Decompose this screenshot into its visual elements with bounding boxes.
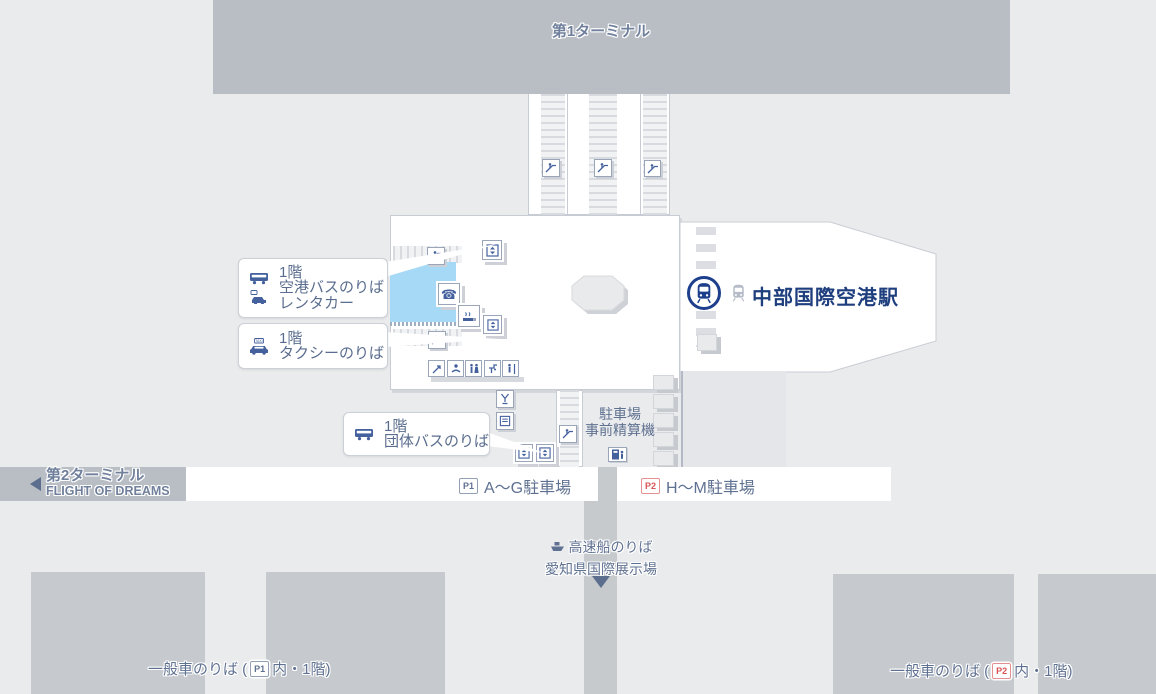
smoking-icon: [458, 305, 480, 327]
stairs-block: [653, 375, 674, 390]
slope-icon: [428, 360, 445, 377]
arrow-left-icon: [30, 477, 41, 491]
octagon-pillar: [571, 275, 628, 314]
hatch-edge: [390, 322, 456, 326]
parking-block: [1038, 574, 1156, 694]
station-lower-area: [681, 371, 786, 467]
bus-icon: [250, 273, 268, 285]
parking-block: [31, 572, 205, 694]
p1-label: A〜G駐車場: [484, 480, 572, 497]
train-icon-small: [732, 284, 745, 302]
p2-badge: P2: [992, 662, 1012, 679]
callout-airport-bus-line2: 空港バスのりば: [279, 279, 385, 297]
payment-machine-icon: [608, 447, 627, 462]
elevator-icon: [536, 444, 554, 462]
callout-group-bus-line1: 1階: [384, 417, 408, 435]
parking-machine-line1: 駐車場: [599, 406, 641, 422]
fountain-icon: [484, 360, 501, 377]
rental-car-icon: [250, 290, 266, 304]
callout-pointer: [487, 432, 544, 453]
moving-walkway-right: [643, 94, 667, 215]
parking-machine-label: 駐車場 事前精算機: [570, 406, 670, 438]
bus-icon: [355, 428, 373, 440]
p1-badge: P1: [459, 478, 478, 494]
general-car-right-label: 一般車のりば ( P2 内・1階): [890, 660, 1073, 681]
station-wing: [680, 221, 937, 373]
walkway-icon: [644, 160, 661, 177]
svg-text:TAXI: TAXI: [255, 339, 262, 343]
callout-pointer: [385, 244, 497, 277]
parking-band: [186, 467, 891, 501]
phone-icon: ☎: [438, 283, 460, 305]
moving-walkway-center: [589, 94, 617, 215]
accessible-icon: [502, 360, 519, 377]
parking-block: [833, 574, 1014, 694]
baby-icon: [447, 360, 464, 377]
terminal2-label: 第2ターミナル FLIGHT OF DREAMS: [46, 468, 170, 499]
terminal2-line2: FLIGHT OF DREAMS: [46, 484, 170, 498]
general-car-left-label: 一般車のりば ( P1 内・1階): [148, 658, 331, 679]
terminal1-band: 第1ターミナル: [213, 0, 1010, 94]
general-car-left-post: 内・1階): [272, 661, 331, 678]
boat-line2: 愛知県国際展示場: [545, 561, 657, 577]
general-car-right-pre: 一般車のりば (: [890, 663, 990, 680]
callout-pointer: [385, 332, 499, 347]
restroom-icon: [465, 360, 482, 377]
general-car-left-pre: 一般車のりば (: [148, 661, 248, 678]
taxi-icon: TAXI: [250, 337, 268, 355]
callout-taxi: TAXI 1階 タクシーのりば: [238, 323, 388, 369]
callout-airport-bus-line1: 1階: [279, 263, 303, 281]
stairs-block: [653, 394, 674, 409]
ship-icon: [550, 542, 564, 551]
parking-band-gap: [598, 467, 617, 501]
callout-group-bus: 1階 団体バスのりば: [343, 412, 490, 456]
station-name: 中部国際空港駅: [752, 287, 899, 309]
walkway-icon: [594, 159, 612, 177]
general-car-right-post: 内・1階): [1014, 663, 1073, 680]
boat-label: 高速船のりば 愛知県国際展示場: [536, 537, 666, 579]
p1-badge: P1: [250, 660, 270, 677]
station-gates: [696, 227, 716, 269]
terminal2-band: 第2ターミナル FLIGHT OF DREAMS: [0, 467, 186, 501]
terminal2-line1: 第2ターミナル: [46, 467, 145, 484]
moving-walkway-left: [541, 94, 565, 215]
locker-icon: [496, 412, 514, 430]
parking-machine-line2: 事前精算機: [585, 422, 655, 438]
boat-line1: 高速船のりば: [568, 539, 653, 555]
p2-label: H〜M駐車場: [666, 480, 755, 497]
terminal1-label: 第1ターミナル: [551, 23, 651, 40]
stairs-block: [653, 413, 674, 428]
callout-taxi-line2: タクシーのりば: [279, 345, 385, 362]
elevator-icon: [482, 240, 502, 260]
parking-block: [266, 572, 445, 694]
elevator-icon: [483, 315, 502, 334]
icon-row-shadow: [431, 377, 524, 382]
callout-group-bus-line2: 団体バスのりば: [384, 433, 490, 450]
arrow-down-icon: [592, 576, 610, 588]
callout-airport-bus-line3: レンタカー: [279, 294, 355, 312]
stairs-block: [653, 451, 674, 466]
stairs-block: [653, 432, 674, 447]
train-icon: [697, 283, 711, 304]
parking-p1: P1 A〜G駐車場: [459, 474, 571, 498]
station-circle: [687, 276, 721, 310]
kiosk-block: [697, 334, 717, 351]
callout-airport-bus: 1階 空港バスのりば レンタカー: [238, 258, 388, 318]
p2-badge: P2: [641, 478, 660, 494]
cup-icon: [496, 390, 514, 408]
escalator-icon: [559, 425, 577, 443]
walkway-icon: [542, 159, 560, 177]
parking-p2: P2 H〜M駐車場: [641, 474, 755, 498]
corridor-to-boat: [584, 501, 617, 694]
callout-taxi-line1: 1階: [279, 329, 303, 347]
